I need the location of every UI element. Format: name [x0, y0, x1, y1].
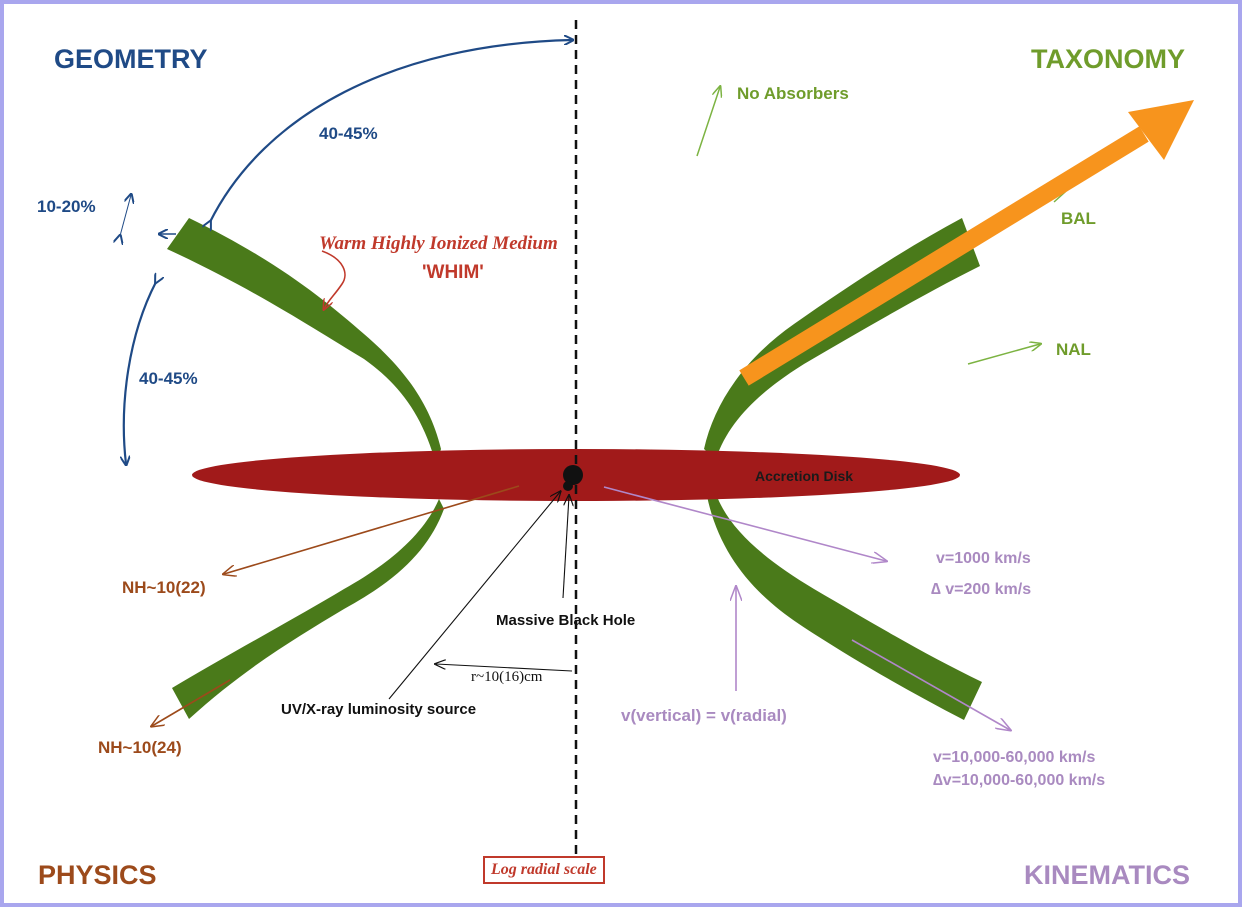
- wind-lower-right: [707, 494, 982, 720]
- v1000-arrow: [603, 486, 886, 561]
- angle-arrow-top: [210, 40, 572, 222]
- v-vertical-label: v(vertical) = v(radial): [621, 706, 787, 725]
- black-hole: [563, 465, 583, 485]
- radius-arrow: [436, 664, 573, 672]
- nh24-arrow: [152, 679, 231, 726]
- v-fast-label: v=10,000-60,000 km/s: [933, 749, 1096, 766]
- radius-label: r~10(16)cm: [471, 669, 543, 685]
- physics-title: PHYSICS: [38, 860, 157, 890]
- whim-label-line2: 'WHIM': [422, 262, 484, 283]
- black-hole-lobe: [563, 481, 573, 491]
- whim-arrow: [321, 250, 346, 309]
- angle-small-label: 10-20%: [37, 197, 96, 216]
- luminosity-label: UV/X-ray luminosity source: [281, 701, 477, 718]
- dv-fast-label: ∆v=10,000-60,000 km/s: [933, 772, 1106, 789]
- no-absorbers-label: No Absorbers: [737, 84, 849, 103]
- accretion-disk-label: Accretion Disk: [755, 468, 854, 484]
- bal-label: BAL: [1061, 209, 1096, 228]
- nal-arrow: [967, 344, 1040, 365]
- no-absorbers-arrow: [696, 87, 720, 157]
- black-hole-pointer: [562, 496, 569, 599]
- diagram-canvas: GEOMETRY TAXONOMY PHYSICS KINEMATICS 40-…: [4, 4, 1238, 903]
- angle-side-label: 40-45%: [139, 369, 198, 388]
- geometry-title: GEOMETRY: [54, 44, 208, 74]
- dv200-label: ∆ v=200 km/s: [931, 581, 1032, 598]
- nh22-label: NH~10(22): [122, 578, 206, 597]
- taxonomy-title: TAXONOMY: [1031, 44, 1185, 74]
- nh22-arrow: [224, 485, 520, 574]
- diagram-graphics: [4, 20, 1194, 859]
- v1000-label: v=1000 km/s: [936, 550, 1031, 567]
- angle-arrow-small: [120, 195, 131, 236]
- fast-arrow: [851, 639, 1010, 730]
- highlight-arrow-shaft: [739, 126, 1149, 386]
- angle-arrow-side: [124, 282, 156, 464]
- log-radial-scale-box: Log radial scale: [483, 856, 605, 884]
- wind-upper-left: [167, 218, 441, 464]
- highlight-arrow-head: [1128, 100, 1194, 160]
- whim-label-line1: Warm Highly Ionized Medium: [319, 233, 558, 254]
- kinematics-title: KINEMATICS: [1024, 860, 1190, 890]
- luminosity-pointer: [388, 492, 560, 700]
- nh24-label: NH~10(24): [98, 738, 182, 757]
- black-hole-label: Massive Black Hole: [496, 612, 636, 629]
- nal-label: NAL: [1056, 340, 1091, 359]
- angle-top-label: 40-45%: [319, 124, 378, 143]
- wind-lower-left: [172, 499, 444, 719]
